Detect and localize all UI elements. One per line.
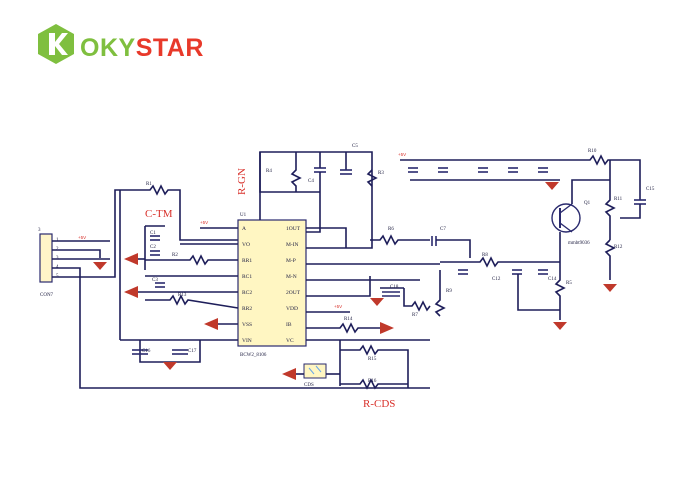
resistor-r12-label: R12	[614, 245, 623, 250]
ic-body	[237, 219, 307, 347]
ic-pin-rc2: RC2	[242, 290, 252, 296]
supply-label-ic: +5V	[200, 220, 208, 225]
resistor-r6-label: R6	[388, 227, 394, 232]
transistor-ref: Q1	[584, 201, 591, 206]
ic-pin-ib: IB	[286, 322, 292, 328]
resistor-r3-label: R3	[378, 171, 384, 176]
cap-c5-label: C5	[352, 144, 358, 149]
connector-body	[39, 233, 53, 283]
label-r-gn: R-GN	[236, 168, 248, 195]
okystar-wordmark: OKYSTAR	[80, 34, 204, 63]
resistor-r8-label: R8	[482, 253, 488, 258]
cap-c14-label: C14	[548, 277, 557, 282]
ic-u1: U1 A VO RR1 RC1 RC2 RR2 VSS VIN 1OUT M-I…	[237, 213, 307, 358]
resistor-r14-label: R14	[344, 317, 353, 322]
cap-c12-label: C12	[492, 277, 501, 282]
cap-c18-label: C18	[390, 285, 399, 290]
ground-icon	[124, 253, 138, 265]
photocell-body	[303, 363, 327, 379]
cap-c17-label: C17	[188, 349, 197, 354]
ic-pin-vdd: VDD	[286, 306, 298, 312]
cap-c2-label: C2	[150, 245, 156, 250]
ic-pin-rc1: RC1	[242, 274, 252, 280]
ground-icon	[553, 322, 567, 330]
cap-c3-label: C3	[152, 278, 158, 283]
resistor-r4-label: R4	[266, 169, 272, 174]
ic-pin-2out: 2OUT	[286, 290, 301, 296]
ic-pin-rr1: RR1	[242, 258, 252, 264]
ic-pin-m-p: M-P	[286, 258, 296, 264]
resistor-r5-label: R5	[566, 281, 572, 286]
resistor-r1-label: R1	[146, 182, 152, 187]
connector-con7: 3 1 2 3 4 5 CON7	[38, 228, 59, 298]
ic-pin-m-in: M-IN	[286, 242, 299, 248]
cap-c15-label: C15	[646, 187, 655, 192]
resistor-r10-label: R10	[588, 149, 597, 154]
label-r-cds: R-CDS	[363, 398, 395, 410]
label-c-tm: C-TM	[145, 208, 173, 220]
okystar-logo	[34, 22, 254, 74]
ground-icon	[163, 362, 177, 370]
transistor-q1: Q1 mmbt9036	[551, 201, 591, 246]
resistor-r16-label: R16	[368, 379, 377, 384]
okystar-logo-mark	[38, 24, 74, 64]
ic-pin-vin: VIN	[242, 338, 252, 344]
ic-pin-m-n: M-N	[286, 274, 297, 280]
brand-part-star: STAR	[135, 34, 204, 62]
ic-pin-rr2: RR2	[242, 306, 252, 312]
ground-icon	[204, 318, 218, 330]
brand-part-oky: OKY	[80, 34, 136, 62]
ic-pin-vo: VO	[242, 242, 250, 248]
supply-label-con: +5V	[78, 235, 86, 240]
connector-ref: CON7	[40, 293, 54, 298]
ground-icon	[545, 182, 559, 190]
ground-icon	[282, 368, 296, 380]
supply-label-vdd: +5V	[334, 304, 342, 309]
photocell-label: CDS	[304, 383, 314, 388]
ic-part: BCW2_8106	[240, 353, 267, 358]
transistor-part: mmbt9036	[568, 241, 590, 246]
resistor-r9-label: R9	[446, 289, 452, 294]
photocell-cds: CDS	[303, 363, 327, 388]
ground-icon	[380, 322, 394, 334]
ic-ref: U1	[240, 213, 247, 218]
resistor-r15-label: R15	[368, 357, 377, 362]
resistor-r7-label: R7	[412, 313, 418, 318]
resistor-r13-label: R13	[178, 293, 187, 298]
ic-pin-vss: VSS	[242, 322, 252, 328]
cap-c4-label: C4	[308, 179, 314, 184]
ground-icon	[93, 262, 107, 270]
connector-pin-label: 3	[38, 228, 41, 233]
ic-pin-1out: 1OUT	[286, 226, 301, 232]
ground-icon	[370, 298, 384, 306]
rail-capacitors	[408, 167, 548, 173]
ground-icon	[124, 286, 138, 298]
cap-c7-label: C7	[440, 227, 446, 232]
ground-icon	[603, 284, 617, 292]
cap-c16-label: C16	[142, 349, 151, 354]
ic-pin-a: A	[242, 226, 246, 232]
ic-pin-vc: VC	[286, 338, 294, 344]
resistor-r2-label: R2	[172, 253, 178, 258]
resistor-r11-label: R11	[614, 197, 623, 202]
supply-label-rail: +5V	[398, 152, 406, 157]
cap-c1-label: C1	[150, 231, 156, 236]
